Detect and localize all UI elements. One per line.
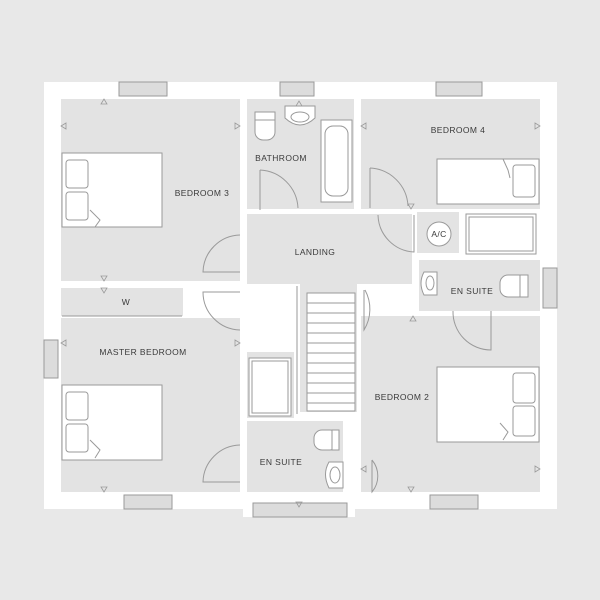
- window: [43, 339, 59, 379]
- master-bedroom-label: MASTER BEDROOM: [99, 347, 186, 357]
- window: [435, 81, 483, 97]
- wardrobe-room: [61, 288, 183, 316]
- bedroom-4-label: Bedroom 4: [431, 125, 486, 135]
- bed-bedroom-4: [436, 158, 540, 205]
- ensuite-bottom-label: EN SUITE: [260, 457, 302, 467]
- bed-master: [61, 384, 163, 461]
- bedroom-2-label: Bedroom 2: [375, 392, 430, 402]
- wall-markers: [60, 98, 541, 508]
- ensuite-right-label: EN SUITE: [451, 286, 493, 296]
- window: [252, 502, 348, 518]
- window: [123, 494, 173, 510]
- bathroom-fixtures: [254, 105, 353, 203]
- ac-label: A/C: [431, 229, 446, 239]
- window: [542, 267, 558, 309]
- ensuite-right-fixtures: [420, 213, 537, 298]
- staircase: [296, 286, 356, 414]
- window: [279, 81, 315, 97]
- bathroom-label: BATHROOM: [255, 153, 307, 163]
- bed-bedroom-2: [436, 366, 540, 443]
- window: [118, 81, 168, 97]
- window: [429, 494, 479, 510]
- ensuite-bottom-fixtures: [248, 357, 344, 489]
- wardrobe-label: W: [122, 297, 130, 307]
- bedroom-3-label: Bedroom 3: [175, 188, 230, 198]
- bed-bedroom-3: [61, 152, 163, 228]
- ac-unit: [426, 221, 452, 247]
- landing-label: LANDING: [295, 247, 336, 257]
- windows: [43, 81, 558, 518]
- landing-room: [247, 214, 412, 284]
- doors: [62, 167, 492, 494]
